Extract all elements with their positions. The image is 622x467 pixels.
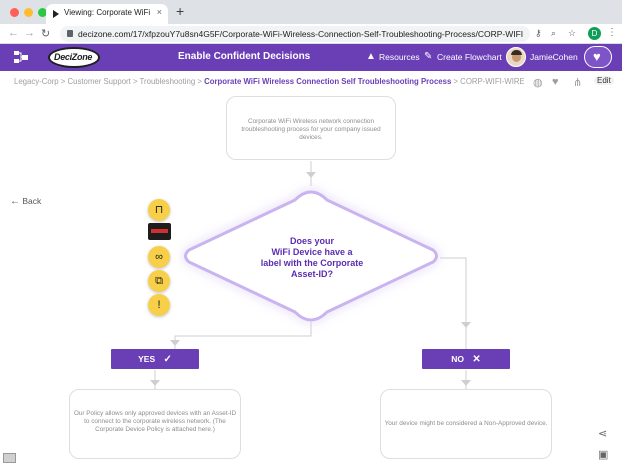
user-name[interactable]: JamieCohen	[530, 52, 578, 62]
connector-yes	[174, 322, 312, 349]
contact-card-icon[interactable]: ▣	[598, 449, 609, 461]
back-label: Back	[22, 196, 42, 206]
reload-icon[interactable]: ↻	[41, 28, 51, 40]
resources-button[interactable]: Resources	[379, 52, 420, 62]
report-tool[interactable]: !	[148, 294, 170, 316]
browser-tab-bar: Viewing: Corporate WiFi Wireless × +	[0, 0, 622, 24]
breadcrumb-suffix: > CORP-WIFI-WIRELESS-TS	[453, 77, 524, 86]
alert-icon: !	[157, 299, 161, 311]
tab-title: Viewing: Corporate WiFi Wireless	[64, 8, 152, 17]
yes-label: YES	[138, 354, 156, 364]
arrow-head	[461, 322, 471, 328]
x-icon: ✕	[472, 354, 481, 365]
zoom-icon[interactable]: ⌕	[551, 28, 557, 38]
flowchart-menu-icon[interactable]	[14, 51, 28, 64]
arrow-head	[461, 380, 471, 386]
breadcrumb: Legacy-Corp > Customer Support > Trouble…	[14, 77, 524, 86]
no-result-text: Your device might be considered a Non-Ap…	[384, 420, 548, 427]
decizone-logo[interactable]: DeciZone	[48, 47, 100, 68]
user-avatar[interactable]	[506, 47, 526, 67]
close-window-button[interactable]	[10, 8, 19, 17]
new-tab-button[interactable]: +	[176, 3, 185, 19]
tab-close-icon[interactable]: ×	[156, 7, 162, 17]
breadcrumb-path[interactable]: Legacy-Corp > Customer Support > Trouble…	[14, 77, 205, 86]
back-arrow-icon[interactable]: ←	[8, 27, 19, 39]
minimize-window-button[interactable]	[24, 8, 33, 17]
heart-icon: ♥	[593, 49, 601, 64]
edit-button[interactable]: Edit	[594, 76, 614, 85]
browser-menu-icon[interactable]: ⋮	[607, 27, 617, 38]
decision-question: Does your WiFi Device have a label with …	[260, 236, 364, 279]
app-tagline: Enable Confident Decisions	[178, 51, 311, 62]
globe-icon[interactable]: ◍	[533, 77, 543, 89]
share-icon[interactable]: ⋖	[598, 428, 608, 440]
intro-text-line: Corporate WiFi Wireless network connecti…	[247, 118, 375, 125]
yes-result-text: Corporate Device Policy is attached here…	[95, 426, 215, 433]
lock-icon	[67, 30, 73, 37]
link-icon: ∞	[155, 251, 163, 263]
create-flowchart-button[interactable]: Create Flowchart	[437, 52, 502, 62]
forward-arrow-icon[interactable]: →	[24, 27, 35, 39]
bookmark-icon: ⊓	[154, 204, 164, 216]
bookmark-tool[interactable]: ⊓	[148, 199, 170, 221]
browser-tab[interactable]: Viewing: Corporate WiFi Wireless ×	[46, 4, 168, 24]
url-field[interactable]: decizone.com/17/xfpzouY7u8sn4G5F/Corpora…	[60, 26, 530, 42]
intro-step-box[interactable]: Corporate WiFi Wireless network connecti…	[226, 96, 396, 160]
arrow-head	[170, 340, 180, 346]
star-icon[interactable]: ☆	[568, 28, 577, 38]
key-icon[interactable]: ⚷	[535, 28, 542, 38]
intro-text-line: troubleshooting process for your company…	[241, 126, 381, 133]
heart-outline-icon[interactable]: ♥	[552, 76, 559, 88]
decision-diamond	[184, 190, 438, 322]
video-icon	[151, 229, 168, 233]
shapes-icon: ▲	[366, 51, 376, 62]
yes-result-text: Our Policy allows only approved devices …	[73, 410, 237, 417]
no-button[interactable]: NO ✕	[422, 349, 510, 369]
maximize-window-button[interactable]	[38, 8, 47, 17]
back-button[interactable]: ← Back	[10, 196, 41, 207]
url-text: decizone.com/17/xfpzouY7u8sn4G5F/Corpora…	[78, 29, 523, 39]
yes-result-box[interactable]: Our Policy allows only approved devices …	[69, 389, 241, 459]
no-label: NO	[451, 354, 464, 364]
share-network-icon[interactable]: ⋔	[573, 77, 583, 89]
play-icon	[53, 10, 59, 18]
check-icon: ✓	[163, 354, 172, 365]
thumbnail-icon[interactable]	[3, 453, 16, 463]
pencil-icon: ✎	[424, 51, 433, 62]
no-result-box[interactable]: Your device might be considered a Non-Ap…	[380, 389, 552, 459]
attachment-tool[interactable]: ⧉	[148, 270, 170, 292]
back-arrow-icon: ←	[10, 196, 20, 207]
yes-result-text: to connect to the corporate wireless net…	[84, 418, 226, 425]
yes-button[interactable]: YES ✓	[111, 349, 199, 369]
connector-no	[440, 257, 467, 349]
document-link-icon: ⧉	[155, 275, 163, 287]
favorite-button[interactable]: ♥	[584, 46, 612, 68]
intro-text-line: devices.	[299, 134, 323, 141]
arrow-head	[306, 172, 316, 178]
address-bar: ← → ↻ decizone.com/17/xfpzouY7u8sn4G5F/C…	[0, 24, 622, 44]
app-header: DeciZone Enable Confident Decisions ▲ Re…	[0, 44, 622, 71]
breadcrumb-current[interactable]: Corporate WiFi Wireless Connection Self …	[204, 77, 452, 86]
media-tool[interactable]	[148, 223, 171, 240]
arrow-head	[150, 380, 160, 386]
link-tool[interactable]: ∞	[148, 246, 170, 268]
profile-avatar[interactable]: D	[588, 27, 601, 40]
